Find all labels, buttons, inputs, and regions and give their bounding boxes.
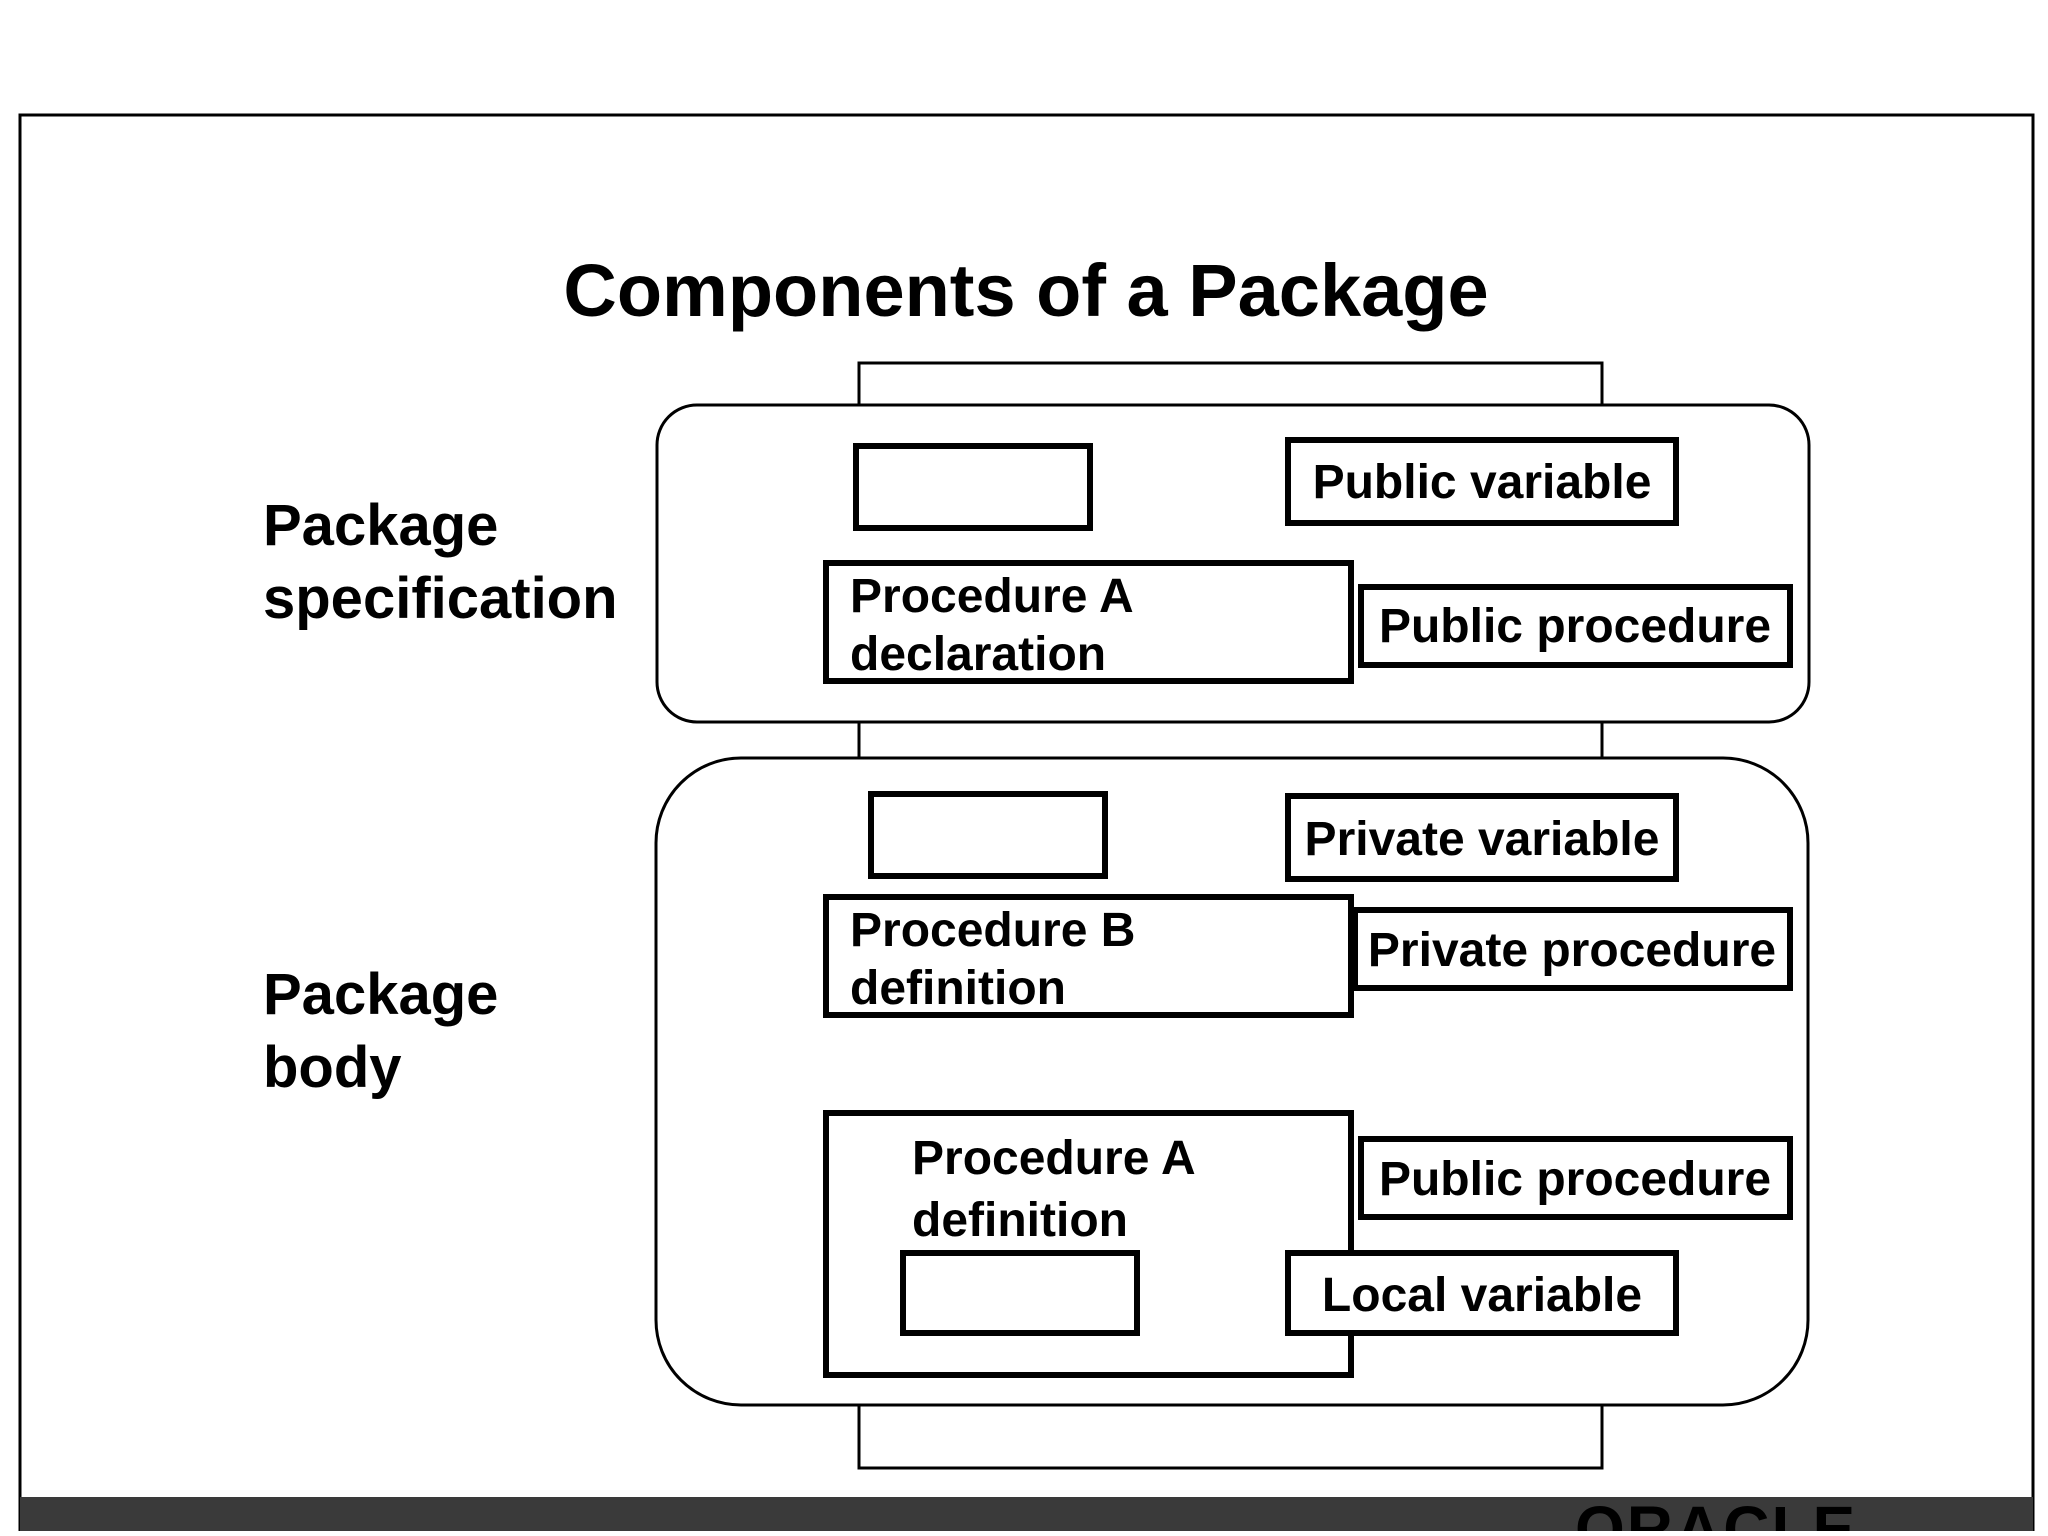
footer-bar [20,1497,2033,1531]
local-variable-box [900,1250,1140,1336]
proc-b-definition-label: Procedure B definition [850,904,1149,1015]
oracle-logo: ORACLE [1575,1493,1857,1531]
slide-title: Components of a Package [563,249,1488,332]
public-variable-callout-box [1285,437,1679,526]
public-variable-box [853,443,1093,531]
proc-a-declaration-line1: Procedure A [850,570,1133,623]
proc-b-definition-line1: Procedure B [850,904,1135,957]
private-variable-callout: Private variable [1305,813,1660,866]
private-variable-callout-box [1285,793,1679,882]
proc-a-definition-line2: definition [912,1194,1128,1247]
proc-a-definition-label: Procedure A definition [912,1132,1207,1247]
public-procedure-body-callout-box [1358,1136,1793,1220]
spec-label-line1: Package [263,493,498,558]
body-label: Package body [263,962,515,1100]
public-variable-callout: Public variable [1313,456,1652,509]
body-label-line2: body [263,1035,402,1100]
public-procedure-body-callout: Public procedure [1379,1153,1771,1206]
proc-a-declaration-line2: declaration [850,628,1106,681]
top-connector [857,361,1604,406]
spec-label-line2: specification [263,566,618,631]
local-variable-callout-box [1285,1250,1679,1336]
private-variable-box [868,791,1108,879]
public-procedure-spec-callout: Public procedure [1379,600,1771,653]
spec-label: Package specification [263,493,618,631]
proc-b-definition-box [823,894,1354,1018]
private-procedure-callout-box [1352,907,1793,991]
proc-a-declaration-box [823,560,1354,684]
private-procedure-callout: Private procedure [1368,924,1776,977]
proc-b-definition-line2: definition [850,962,1066,1015]
public-procedure-spec-callout-box [1358,584,1793,668]
local-variable-callout: Local variable [1322,1269,1642,1322]
slide-frame [18,113,2035,1536]
proc-a-declaration-label: Procedure A declaration [850,570,1145,681]
body-label-line1: Package [263,962,498,1027]
proc-a-definition-line1: Procedure A [912,1132,1195,1185]
bottom-connector [857,1405,1604,1470]
